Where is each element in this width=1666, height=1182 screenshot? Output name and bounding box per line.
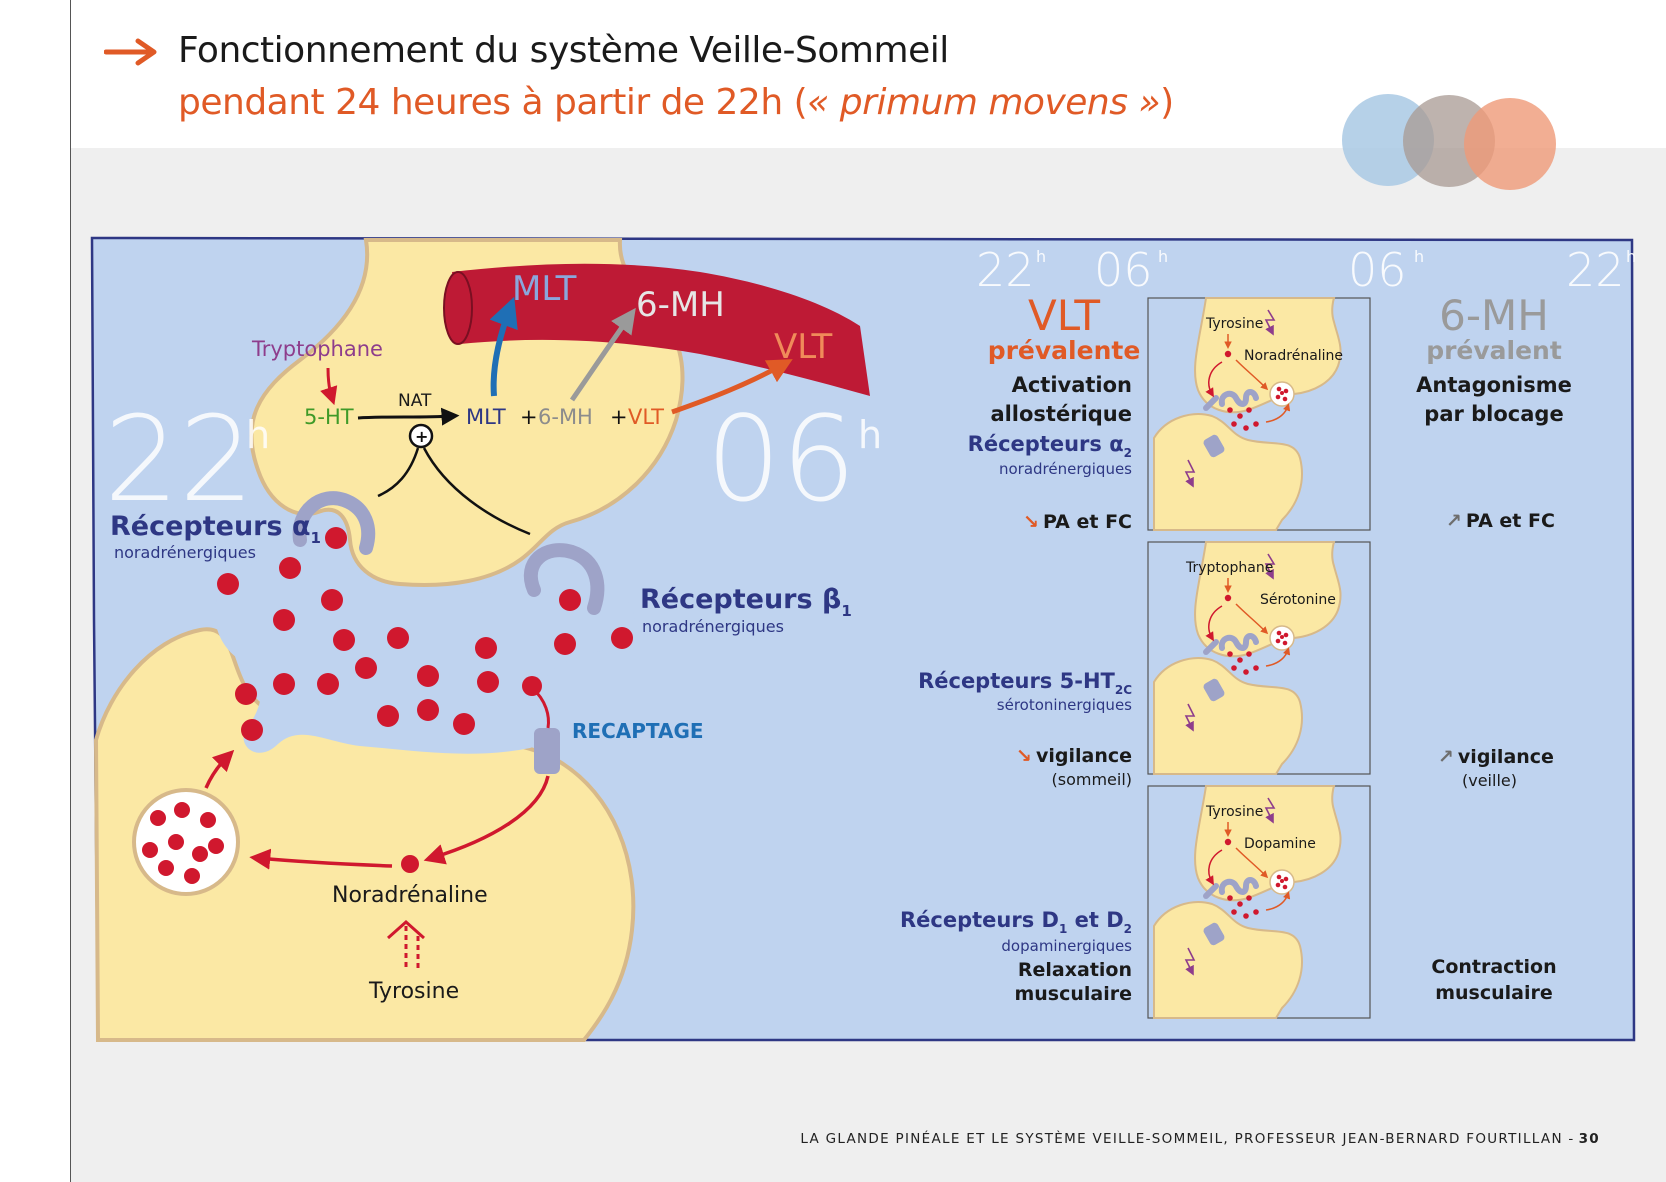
tryptophane-label: Tryptophane (251, 337, 383, 361)
svg-text:h: h (858, 413, 882, 457)
beta1-label: Récepteurs β1 (640, 584, 852, 620)
vlt-subtitle: prévalente (988, 336, 1141, 365)
alpha1-note: noradrénergiques (114, 543, 256, 562)
5ht2c-label: Récepteurs 5-HT2C (918, 669, 1132, 697)
svg-text:Activation: Activation (1012, 373, 1132, 397)
alpha1-label: Récepteurs α1 (110, 511, 321, 547)
recaptage-arrow-icon (423, 775, 550, 865)
alpha2-label: Récepteurs α2 (968, 432, 1132, 460)
beta1-link-line (422, 447, 531, 536)
noradrenaline-label: Noradrénaline (332, 883, 488, 908)
hour-22-right: 22 (1566, 243, 1625, 297)
svg-text:↘vigilance: ↘vigilance (1016, 745, 1132, 767)
svg-text:h: h (1158, 247, 1168, 266)
svg-text:+: + (415, 427, 428, 446)
svg-text:↗vigilance: ↗vigilance (1438, 746, 1554, 768)
svg-text:↘PA et FC: ↘PA et FC (1023, 511, 1132, 533)
beta1-note: noradrénergiques (642, 617, 784, 636)
vessel-mlt-label: MLT (512, 269, 577, 309)
svg-text:h: h (1626, 247, 1636, 266)
page-number: 30 (1578, 1131, 1600, 1147)
svg-text:Sérotonine: Sérotonine (1260, 592, 1336, 608)
circles-logo (1342, 94, 1556, 190)
panel-noradrenaline: Tyrosine Noradrénaline (1148, 298, 1370, 530)
svg-text:h: h (1414, 247, 1424, 266)
plus-modulator-icon (408, 423, 434, 449)
svg-text:Tyrosine: Tyrosine (1205, 804, 1263, 820)
five-ht-label: 5-HT (304, 405, 354, 429)
vlt-arrow-icon (671, 359, 793, 415)
recaptage-transporter (534, 728, 560, 774)
storage-arrow-icon (249, 848, 393, 870)
svg-text:22: 22 (104, 390, 254, 528)
hour-watermark-22h: 22 h (104, 390, 270, 528)
recaptage-label: RECAPTAGE (572, 719, 704, 743)
svg-text:h: h (246, 413, 270, 457)
neurotransmitter-dots (217, 527, 633, 741)
svg-text:Antagonisme: Antagonisme (1416, 373, 1572, 397)
page-footer: LA GLANDE PINÉALE ET LE SYSTÈME VEILLE-S… (800, 1131, 1600, 1147)
6mh-arrow-icon (569, 307, 636, 402)
nat-label: NAT (398, 391, 432, 411)
noradrenaline-dot (401, 855, 419, 873)
svg-text:Tyrosine: Tyrosine (1205, 316, 1263, 332)
svg-text:noradrénergiques: noradrénergiques (999, 460, 1132, 478)
vessel-vlt-label: VLT (774, 327, 833, 367)
svg-text:Tryptophane: Tryptophane (1185, 560, 1273, 576)
panel-serotonine: Tryptophane Sérotonine (1148, 542, 1370, 774)
mlt-arrow-icon (489, 296, 518, 397)
svg-text:Noradrénaline: Noradrénaline (1244, 348, 1343, 364)
release-arrow-icon (204, 749, 235, 789)
svg-text:musculaire: musculaire (1435, 982, 1553, 1004)
svg-text:h: h (1036, 247, 1046, 266)
svg-text:sérotoninergiques: sérotoninergiques (997, 696, 1132, 714)
svg-text:+: + (610, 405, 628, 429)
vessel-6mh-label: 6-MH (636, 285, 725, 325)
svg-text:Dopamine: Dopamine (1244, 836, 1316, 852)
alpha1-receptor (292, 491, 376, 555)
hour-watermark-06h: 06 h (706, 390, 882, 528)
hour-06-right: 06 (1348, 243, 1407, 297)
6mh-title: 6-MH (1439, 291, 1549, 340)
svg-text:06: 06 (706, 390, 856, 528)
page-left-rule (70, 0, 71, 1182)
svg-text:allostérique: allostérique (990, 402, 1132, 426)
tryptophane-arrow-icon (320, 367, 338, 406)
svg-text:Relaxation: Relaxation (1018, 959, 1132, 981)
svg-text:(sommeil): (sommeil) (1051, 770, 1132, 789)
page-subtitle: pendant 24 heures à partir de 22h (« pri… (178, 82, 1174, 123)
hour-06-left: 06 (1094, 243, 1153, 297)
beta1-receptor (523, 543, 605, 615)
6mh-subtitle: prévalent (1426, 336, 1562, 365)
svg-text:Contraction: Contraction (1431, 956, 1556, 978)
alpha1-link-line (377, 447, 420, 498)
svg-text:+: + (520, 405, 538, 429)
hour-22-left: 22 (976, 243, 1035, 297)
tyrosine-chevron-icon (387, 919, 425, 940)
vlt-title: VLT (1028, 291, 1100, 340)
eq-mlt: MLT (466, 405, 506, 429)
eq-6mh: 6-MH (538, 405, 593, 429)
svg-text:dopaminergiques: dopaminergiques (1001, 937, 1132, 955)
svg-text:(veille): (veille) (1462, 771, 1517, 790)
d1d2-label: Récepteurs D1 et D2 (900, 908, 1132, 936)
svg-text:par blocage: par blocage (1424, 402, 1563, 426)
svg-text:musculaire: musculaire (1014, 983, 1132, 1005)
svg-text:↗PA et FC: ↗PA et FC (1446, 510, 1555, 532)
page-title: Fonctionnement du système Veille-Sommeil (178, 30, 949, 71)
header-arrow-icon (104, 38, 157, 66)
tyrosine-label: Tyrosine (368, 979, 459, 1004)
nat-arrow-icon (357, 407, 460, 426)
eq-vlt: VLT (628, 405, 664, 429)
panel-dopamine: Tyrosine Dopamine (1148, 786, 1370, 1018)
